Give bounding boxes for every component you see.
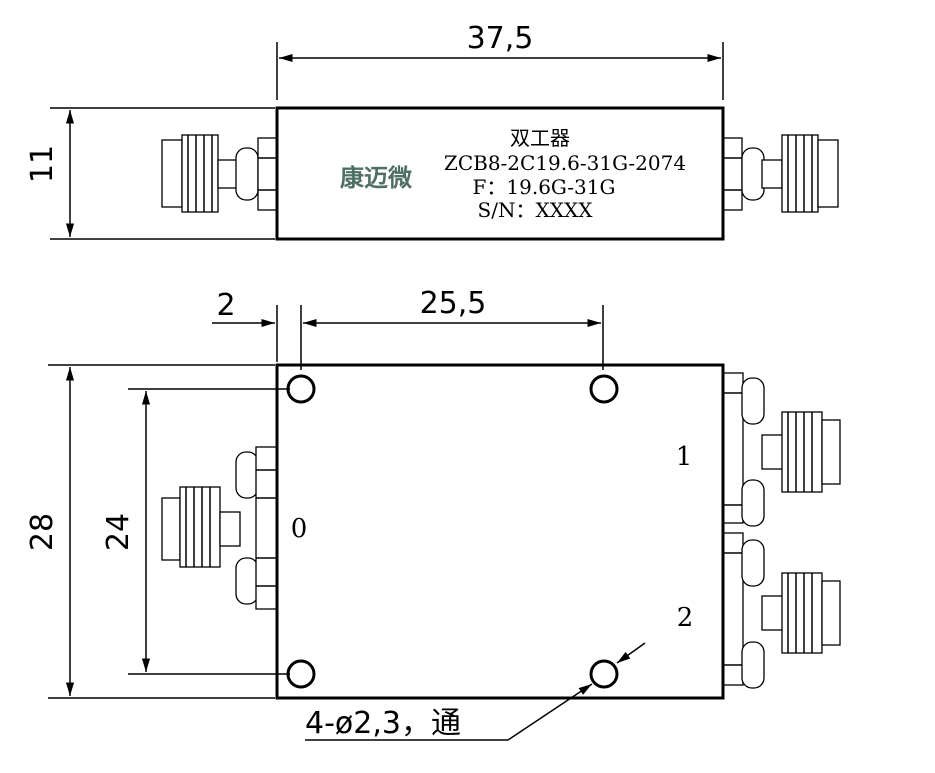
port-2-label: 2 [677, 603, 694, 633]
port-0-connector [161, 446, 278, 610]
frequency-range: F：19.6G-31G [473, 175, 616, 199]
hole-vertical-value: 24 [101, 513, 136, 551]
mounting-hole-bottom-right [589, 659, 619, 689]
port-1-label: 1 [676, 442, 693, 472]
hole-leader-line [507, 683, 593, 741]
port-0-label: 0 [291, 514, 308, 544]
bottom-body [275, 363, 725, 700]
port-1-connector [722, 372, 841, 527]
top-height-value: 11 [25, 145, 60, 183]
bottom-view: 2 25,5 28 24 [25, 286, 841, 741]
top-left-connector [161, 134, 278, 213]
product-name: 双工器 [510, 126, 570, 150]
total-height-value: 28 [25, 513, 60, 551]
top-width-value: 37,5 [467, 21, 534, 56]
top-right-connector [722, 134, 839, 213]
logo: 康迈微 [340, 164, 412, 192]
model-number: ZCB8-2C19.6-31G-2074 [444, 151, 686, 175]
serial-number: S/N：XXXX [478, 198, 594, 222]
mounting-hole-top-left [286, 374, 316, 404]
holes-note: 4-ø2,3，通 [305, 706, 461, 741]
mounting-hole-bottom-left [286, 659, 316, 689]
offset-value: 2 [216, 288, 235, 323]
hole-leader-arrow-top [616, 642, 646, 664]
port-2-connector [722, 532, 841, 689]
top-body [275, 106, 725, 241]
top-view: 37,5 11 [25, 21, 839, 241]
spacing-value: 25,5 [420, 286, 487, 321]
mounting-hole-top-right [589, 374, 619, 404]
